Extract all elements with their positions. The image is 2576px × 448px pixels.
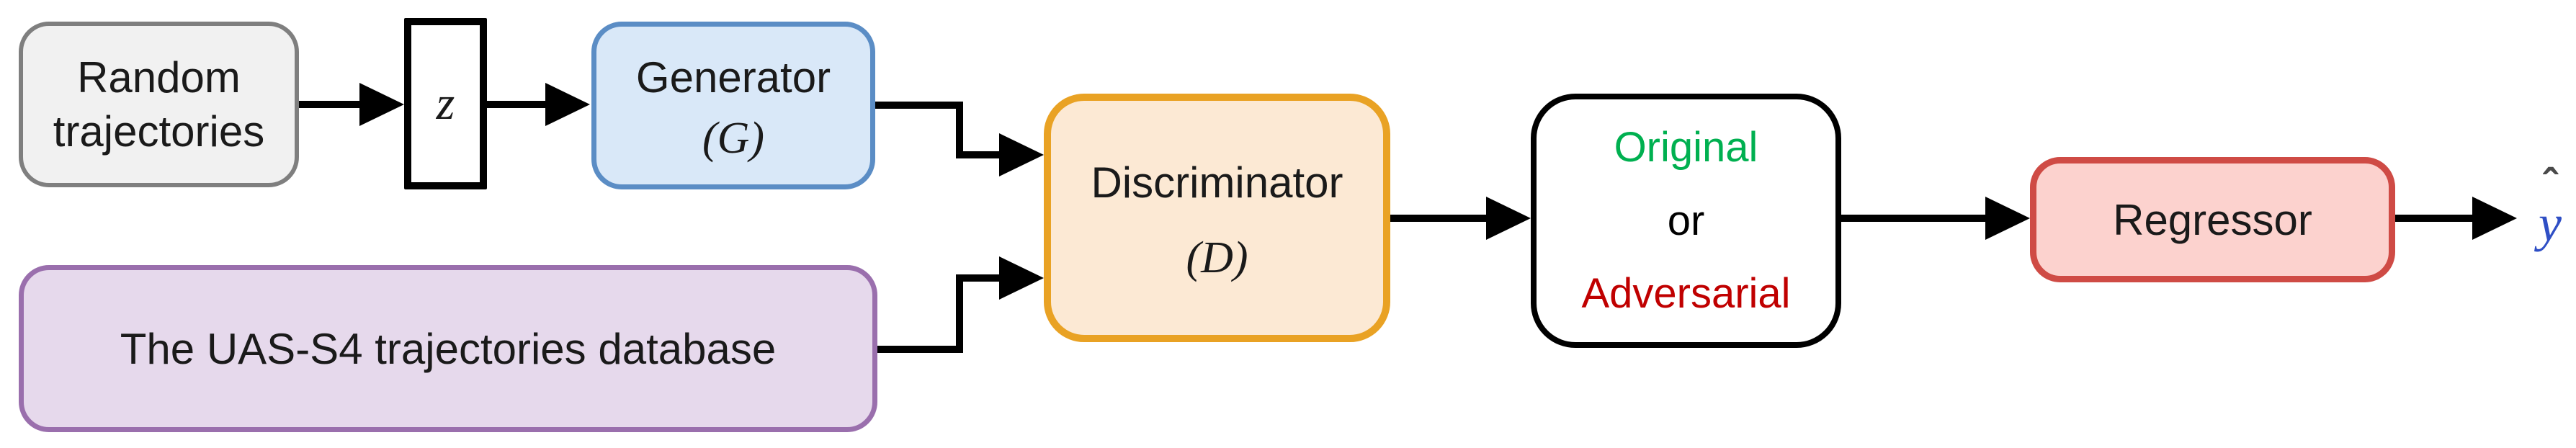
node-regressor: Regressor — [2030, 157, 2395, 282]
y-hat-circumflex: ˆ — [2543, 161, 2557, 209]
output-y-hat: ˆ y — [2520, 161, 2576, 252]
connector-generator-to-discriminator — [875, 102, 1044, 176]
connector-random-to-z — [299, 83, 404, 126]
discriminator-symbol: (D) — [1186, 233, 1248, 282]
random-trajectories-label: Random trajectories — [53, 53, 265, 156]
decision-original-label: Original — [1614, 124, 1758, 171]
node-generator: Generator (G) — [591, 22, 875, 189]
z-label: z — [436, 77, 455, 130]
decision-or-label: or — [1667, 197, 1705, 244]
node-z: z — [404, 18, 487, 189]
generator-label: Generator — [635, 53, 831, 102]
node-discriminator: Discriminator (D) — [1044, 94, 1390, 342]
y-hat-symbol: y — [2539, 194, 2562, 252]
connector-regressor-to-output — [2395, 197, 2517, 240]
connector-discriminator-to-decision — [1390, 197, 1531, 240]
discriminator-label: Discriminator — [1091, 158, 1343, 207]
node-original-or-adversarial: Original or Adversarial — [1531, 94, 1841, 348]
node-uas-s4-database: The UAS-S4 trajectories database — [19, 265, 877, 432]
database-label: The UAS-S4 trajectories database — [120, 324, 777, 373]
decision-adversarial-label: Adversarial — [1581, 270, 1791, 318]
connector-z-to-generator — [487, 83, 590, 126]
node-random-trajectories: Random trajectories — [19, 22, 299, 187]
connector-decision-to-regressor — [1841, 197, 2030, 240]
regressor-label: Regressor — [2113, 195, 2312, 244]
connector-database-to-discriminator — [877, 256, 1044, 353]
generator-symbol: (G) — [702, 114, 765, 163]
